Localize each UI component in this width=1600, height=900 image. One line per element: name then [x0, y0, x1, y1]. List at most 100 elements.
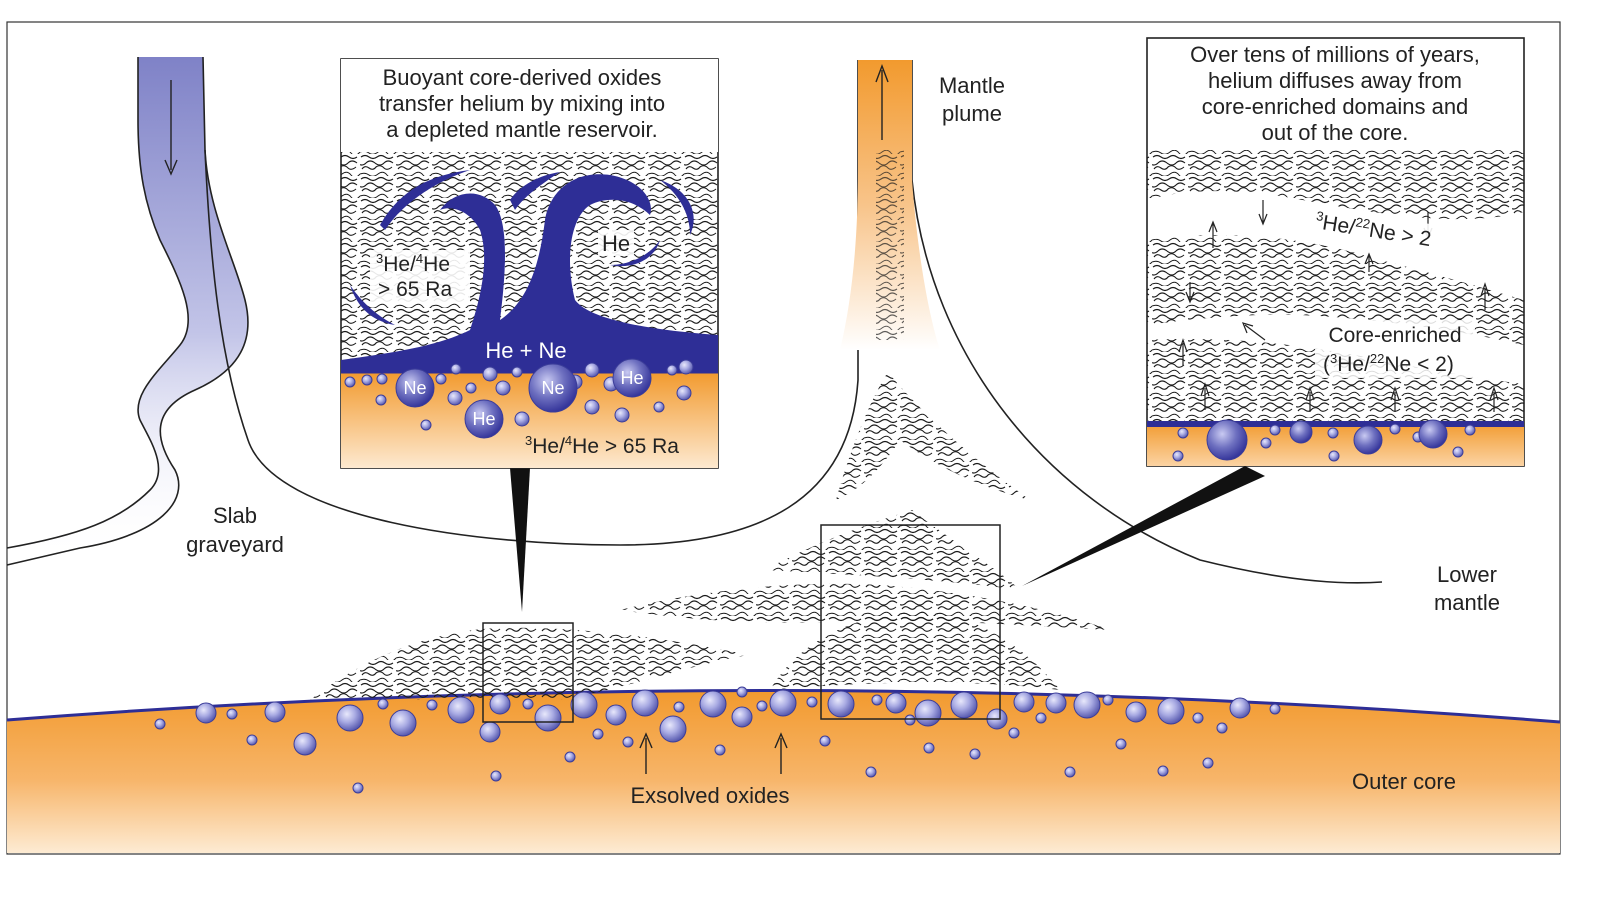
oxide-bubble	[1206, 419, 1248, 461]
oxide-bubble	[522, 698, 534, 710]
bubble-label: He	[620, 368, 643, 388]
he-ne-flow	[341, 174, 718, 372]
right-inset-caption-4: out of the core.	[1262, 120, 1409, 145]
right-inset-ratio-low: (3He/22Ne < 2)	[1323, 351, 1454, 376]
oxide-bubble-labeled	[528, 363, 578, 413]
slab-outline	[6, 57, 189, 549]
oxide-bubble	[969, 748, 981, 760]
left-inset-caption-2: transfer helium by mixing into	[379, 91, 665, 116]
pointer-right	[1022, 466, 1265, 586]
right-inset-core-enriched: Core-enriched	[1328, 324, 1461, 347]
oxide-bubble	[1008, 727, 1020, 739]
oxide-bubble	[904, 714, 916, 726]
oxide-bubble	[435, 373, 447, 385]
oxide-bubble	[482, 366, 498, 382]
oxide-bubble	[352, 782, 364, 794]
oxide-bubble	[154, 718, 166, 730]
bubble-label: He	[472, 409, 495, 429]
subducting-slab	[7, 57, 248, 562]
oxide-bubble	[676, 385, 692, 401]
oxide-bubble	[736, 686, 748, 698]
oxide-bubble	[950, 691, 978, 719]
oxide-bubble	[622, 736, 634, 748]
oxide-bubble	[1192, 712, 1204, 724]
oxide-bubble	[514, 411, 530, 427]
oxide-bubble	[1202, 757, 1214, 769]
mantle-plume-label-1: Mantle	[939, 73, 1005, 98]
oxide-bubble	[699, 690, 727, 718]
slab-down-arrow	[164, 80, 178, 176]
oxide-bubble	[1157, 697, 1185, 725]
oxide-bubble	[195, 702, 217, 724]
oxide-bubble	[511, 366, 523, 378]
oxide-bubble	[1229, 697, 1251, 719]
oxide-bubble	[570, 691, 598, 719]
oxide-bubble	[534, 704, 562, 732]
oxide-bubble	[666, 364, 678, 376]
oxide-bubble	[426, 699, 438, 711]
oxide-bubble	[1035, 712, 1047, 724]
oxide-bubble	[678, 359, 694, 375]
oxide-bubble	[489, 693, 511, 715]
oxide-bubble	[614, 407, 630, 423]
oxide-bubble	[592, 728, 604, 740]
oxide-bubble	[885, 692, 907, 714]
oxide-bubble	[819, 735, 831, 747]
oxide-bubble	[714, 744, 726, 756]
oxide-bubble	[1013, 691, 1035, 713]
oxide-bubble	[827, 690, 855, 718]
oxide-bubble	[447, 696, 475, 724]
oxide-bubble	[375, 394, 387, 406]
slab-outline-right	[6, 56, 249, 566]
zoom-box-right	[820, 524, 1001, 720]
right-inset-caption-3: core-enriched domains and	[1202, 94, 1469, 119]
left-inset-he-label: He	[602, 231, 630, 256]
oxide-bubble	[447, 390, 463, 406]
oxide-bubble	[450, 363, 462, 375]
right-inset: Over tens of millions of years, helium d…	[1146, 37, 1525, 467]
oxide-bubble-labeled	[395, 368, 435, 408]
oxide-bubble	[1289, 420, 1313, 444]
oxide-bubble	[1045, 692, 1067, 714]
oxide-bubble	[376, 373, 388, 385]
oxide-bubble	[479, 721, 501, 743]
oxide-bubble-labeled	[612, 358, 652, 398]
oxide-bubble	[246, 734, 258, 746]
oxide-bubble	[1102, 694, 1114, 706]
zoom-box-left	[482, 622, 574, 723]
oxide-bubble	[769, 689, 797, 717]
right-inset-caption-1: Over tens of millions of years,	[1190, 42, 1480, 67]
oxide-bubble	[1177, 427, 1189, 439]
oxide-bubble	[584, 362, 600, 378]
plume-up-arrow	[875, 64, 889, 140]
oxide-bubble-labeled	[464, 399, 504, 439]
oxide-bubble	[1269, 703, 1281, 715]
mantle-boundary-line	[204, 60, 859, 546]
outer-core-label: Outer core	[1352, 769, 1456, 794]
oxide-bubble	[490, 770, 502, 782]
oxide-bubble	[1452, 446, 1464, 458]
right-inset-bubbles	[1172, 419, 1476, 462]
oxide-bubble	[1327, 427, 1339, 439]
oxide-bubble	[564, 751, 576, 763]
oxide-bubble	[584, 399, 600, 415]
oxide-bubble	[1418, 419, 1448, 449]
oxide-bubble	[914, 699, 942, 727]
oxide-bubble	[806, 696, 818, 708]
oxide-bubble	[1064, 766, 1076, 778]
oxide-bubble	[1353, 425, 1383, 455]
left-inset-mantle-ratio-2: > 65 Ra	[378, 278, 452, 301]
oxide-bubble	[495, 380, 511, 396]
oxide-bubble	[1172, 450, 1184, 462]
oxide-bubble	[865, 766, 877, 778]
lower-mantle-label-2: mantle	[1434, 590, 1500, 615]
left-inset-mantle-ratio: 3He/4He	[376, 251, 450, 276]
heterogeneous-domains	[310, 372, 1110, 700]
lower-mantle-label-1: Lower	[1437, 562, 1497, 587]
oxide-bubble	[420, 419, 432, 431]
oxide-bubble	[1216, 722, 1228, 734]
plume-right-boundary	[911, 60, 1383, 584]
